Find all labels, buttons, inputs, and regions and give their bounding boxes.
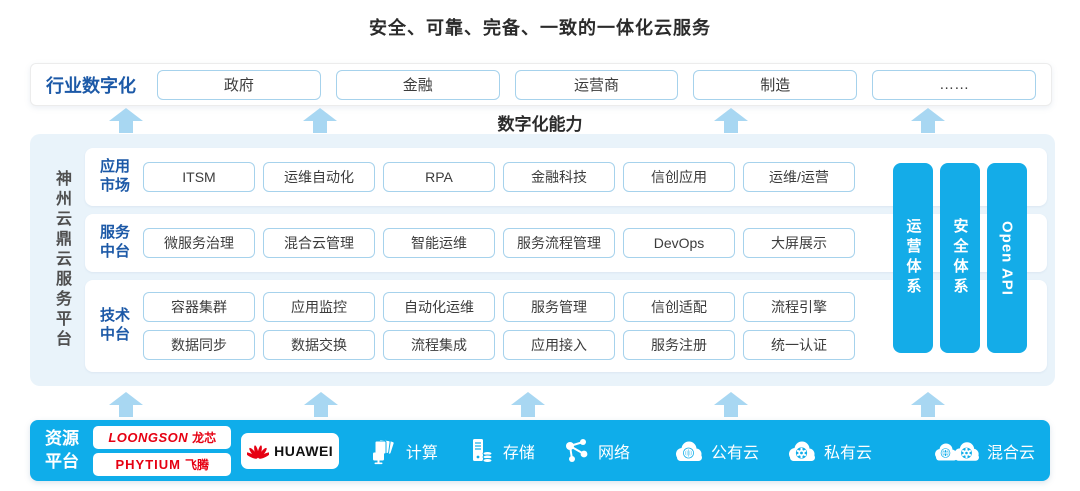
up-arrow-icon: [304, 392, 338, 417]
hybrid-cloud-icon: [934, 441, 979, 461]
resource-item-public-cloud: 公有云: [672, 436, 759, 466]
feature-box: 信创适配: [623, 292, 735, 322]
row-card-app-market: 应用市场 ITSM 运维自动化 RPA 金融科技 信创应用 运维/运营: [85, 148, 1047, 206]
feature-box-row: ITSM 运维自动化 RPA 金融科技 信创应用 运维/运营: [143, 162, 855, 192]
up-arrow-icon: [109, 392, 143, 417]
feature-box: 自动化运维: [383, 292, 495, 322]
resource-item-label: 网络: [597, 444, 630, 462]
up-arrow-icon: [911, 108, 945, 133]
up-arrow-icon: [303, 108, 337, 133]
row-label: 服务中台: [100, 224, 131, 260]
public-cloud-icon: [675, 441, 702, 461]
resource-item-compute: 计算: [369, 436, 438, 466]
feature-box: 大屏展示: [743, 228, 855, 258]
row-card-tech-platform: 技术中台 容器集群 应用监控 自动化运维 服务管理 信创适配 流程引擎 数据同步…: [85, 280, 1047, 372]
feature-box: 混合云管理: [263, 228, 375, 258]
side-bar-open-api: Open API: [987, 163, 1027, 353]
resource-item-label: 混合云: [986, 444, 1035, 462]
vendor-loongson: LOONGSON 龙芯: [93, 425, 232, 449]
feature-box: 数据交换: [263, 330, 375, 360]
feature-box: 服务注册: [623, 330, 735, 360]
private-cloud-icon: [788, 441, 815, 461]
tech-box-lines: 容器集群 应用监控 自动化运维 服务管理 信创适配 流程引擎 数据同步 数据交换…: [143, 292, 855, 360]
side-bar-operation-system: 运营体系: [893, 163, 933, 353]
network-icon: [565, 438, 588, 462]
huawei-wordmark: HUAWEI: [274, 442, 334, 459]
resource-item-label: 计算: [405, 444, 438, 462]
resource-item-label: 公有云: [710, 444, 759, 462]
resource-item-storage: 存储: [466, 436, 535, 466]
resource-bar: 资源平台 LOONGSON 龙芯 PHYTIUM 飞腾: [30, 420, 1050, 481]
industry-box-manufacturing: 制造: [693, 69, 858, 100]
huawei-logo-icon: [247, 444, 270, 459]
vendor-phytium: PHYTIUM 飞腾: [93, 452, 232, 476]
feature-box: 数据同步: [143, 330, 255, 360]
row-label: 应用市场: [100, 158, 131, 194]
resource-label: 资源平台: [45, 429, 79, 471]
feature-box: 金融科技: [503, 162, 615, 192]
industry-box-finance: 金融: [335, 69, 500, 100]
resource-item-hybrid-cloud: 混合云: [932, 436, 1035, 466]
industry-panel: 行业数字化 政府 金融 运营商 制造 ……: [30, 63, 1052, 106]
up-arrow-icon: [714, 392, 748, 417]
feature-box: 运维自动化: [263, 162, 375, 192]
compute-icon: [372, 438, 395, 464]
platform-cards: 应用市场 ITSM 运维自动化 RPA 金融科技 信创应用 运维/运营 服务中台…: [85, 148, 1047, 372]
feature-box: ITSM: [143, 162, 255, 192]
side-bar-security-system: 安全体系: [940, 163, 980, 353]
industry-box-more: ……: [872, 69, 1036, 100]
resource-item-label: 存储: [502, 444, 535, 462]
platform-panel: 神州云鼎云服务平台 应用市场 ITSM 运维自动化 RPA 金融科技 信创应用 …: [30, 134, 1055, 386]
feature-box: 信创应用: [623, 162, 735, 192]
feature-box: 微服务治理: [143, 228, 255, 258]
side-bars: 运营体系 安全体系 Open API: [893, 163, 1027, 353]
feature-box-row: 容器集群 应用监控 自动化运维 服务管理 信创适配 流程引擎: [143, 292, 855, 322]
feature-box: DevOps: [623, 228, 735, 258]
capability-label: 数字化能力: [497, 115, 583, 134]
page-title: 安全、可靠、完备、一致的一体化云服务: [369, 18, 711, 38]
feature-box: 统一认证: [743, 330, 855, 360]
row-card-service-platform: 服务中台 微服务治理 混合云管理 智能运维 服务流程管理 DevOps 大屏展示: [85, 214, 1047, 272]
phytium-cn-label: 飞腾: [185, 457, 210, 472]
feature-box-row: 微服务治理 混合云管理 智能运维 服务流程管理 DevOps 大屏展示: [143, 228, 855, 258]
industry-label: 行业数字化: [46, 75, 136, 96]
vendor-huawei: HUAWEI: [241, 432, 339, 469]
feature-box: 流程引擎: [743, 292, 855, 322]
feature-box: 流程集成: [383, 330, 495, 360]
feature-box: 智能运维: [383, 228, 495, 258]
up-arrow-icon: [511, 392, 545, 417]
up-arrow-icon: [911, 392, 945, 417]
industry-box-operator: 运营商: [514, 69, 679, 100]
feature-box: RPA: [383, 162, 495, 192]
feature-box: 服务管理: [503, 292, 615, 322]
phytium-wordmark: PHYTIUM: [115, 456, 181, 472]
vendor-pills: LOONGSON 龙芯 PHYTIUM 飞腾: [93, 425, 232, 476]
up-arrow-icon: [109, 108, 143, 133]
feature-box: 容器集群: [143, 292, 255, 322]
platform-name-vertical: 神州云鼎云服务平台: [53, 170, 70, 350]
loongson-cn-label: 龙芯: [192, 430, 217, 445]
resource-item-private-cloud: 私有云: [785, 436, 872, 466]
resource-item-network: 网络: [561, 436, 630, 466]
resource-item-label: 私有云: [823, 444, 872, 462]
row-label: 技术中台: [100, 307, 131, 343]
up-arrow-icon: [714, 108, 748, 133]
feature-box-row: 数据同步 数据交换 流程集成 应用接入 服务注册 统一认证: [143, 330, 855, 360]
feature-box: 应用监控: [263, 292, 375, 322]
loongson-wordmark: LOONGSON: [108, 429, 189, 445]
industry-box-government: 政府: [157, 69, 321, 100]
feature-box: 服务流程管理: [503, 228, 615, 258]
storage-icon: [472, 438, 493, 463]
industry-boxes: 政府 金融 运营商 制造 ……: [157, 69, 1036, 100]
feature-box: 运维/运营: [743, 162, 855, 192]
feature-box: 应用接入: [503, 330, 615, 360]
